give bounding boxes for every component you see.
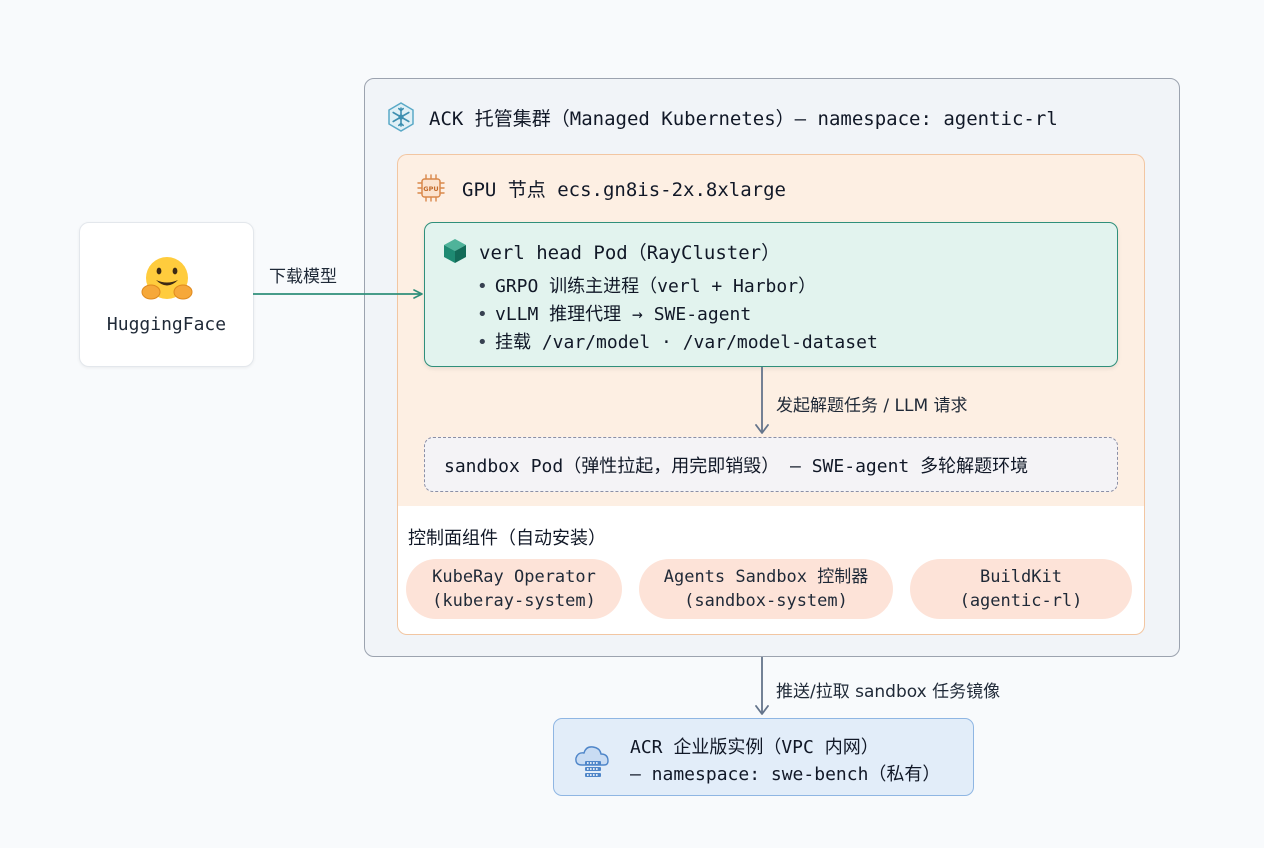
kubernetes-snowflake-icon (388, 102, 414, 132)
push-pull-arrowhead (755, 705, 769, 715)
verl-pod-feature-list: • GRPO 训练主进程（verl + Harbor） • vLLM 推理代理 → … (477, 273, 878, 357)
verl-head-pod-title: verl head Pod（RayCluster） (479, 241, 781, 264)
bullet: • (477, 332, 488, 353)
control-plane: 控制面组件（自动安装） KubeRay Operator (kuberay-sy… (397, 506, 1145, 635)
component-namespace: (sandbox-system) (684, 591, 848, 611)
list-item-text: 挂载 /var/model · /var/model-dataset (495, 332, 878, 353)
component-name: BuildKit (980, 567, 1062, 587)
bullet: • (477, 276, 488, 297)
push-pull-image-label: 推送/拉取 sandbox 任务镜像 (776, 682, 1001, 702)
acr-registry: ACR 企业版实例（VPC 内网） — namespace: swe-bench… (553, 718, 974, 796)
bullet: • (477, 304, 488, 325)
huggingface-label: HuggingFace (106, 314, 227, 335)
list-item-text: GRPO 训练主进程（verl + Harbor） (495, 276, 817, 297)
list-item: • vLLM 推理代理 → SWE-agent (477, 301, 878, 329)
verl-head-pod-header: verl head Pod（RayCluster） (441, 237, 780, 265)
sandbox-pod-label: sandbox Pod（弹性拉起，用完即销毁） — SWE-agent 多轮解题… (444, 455, 1029, 477)
hugging-face-emoji (141, 257, 192, 300)
agents-sandbox-controller-component: Agents Sandbox 控制器 (sandbox-system) (639, 559, 893, 619)
dispatch-task-label: 发起解题任务 / LLM 请求 (776, 396, 968, 416)
cube-icon (444, 239, 466, 263)
verl-head-pod: verl head Pod（RayCluster） • GRPO 训练主进程（ve… (424, 222, 1118, 367)
kuberay-operator-component: KubeRay Operator (kuberay-system) (406, 559, 622, 619)
component-namespace: (agentic-rl) (959, 591, 1083, 611)
gpu-chip-icon: GPU (417, 174, 445, 202)
acr-title: ACR 企业版实例（VPC 内网） (630, 737, 879, 758)
ack-cluster-title: ACK 托管集群（Managed Kubernetes）— namespace:… (429, 107, 1058, 130)
component-name: KubeRay Operator (432, 567, 596, 587)
component-name: Agents Sandbox 控制器 (663, 567, 869, 587)
download-model-label: 下载模型 (269, 267, 337, 287)
huggingface-node: HuggingFace (79, 222, 254, 367)
ack-cluster-header: ACK 托管集群（Managed Kubernetes）— namespace:… (385, 101, 1058, 133)
gpu-node-title: GPU 节点 ecs.gn8is-2x.8xlarge (462, 178, 786, 201)
component-namespace: (kuberay-system) (432, 591, 596, 611)
gpu-node-header: GPU GPU 节点 ecs.gn8is-2x.8xlarge (416, 173, 786, 203)
list-item-text: vLLM 推理代理 → SWE-agent (495, 304, 752, 325)
list-item: • GRPO 训练主进程（verl + Harbor） (477, 273, 878, 301)
control-plane-title: 控制面组件（自动安装） (408, 528, 606, 549)
cloud-registry-icon (575, 746, 609, 777)
acr-namespace: — namespace: swe-bench（私有） (630, 764, 941, 785)
list-item: • 挂载 /var/model · /var/model-dataset (477, 329, 878, 357)
sandbox-pod: sandbox Pod（弹性拉起，用完即销毁） — SWE-agent 多轮解题… (424, 437, 1118, 492)
svg-text:GPU: GPU (423, 185, 438, 193)
buildkit-component: BuildKit (agentic-rl) (910, 559, 1132, 619)
